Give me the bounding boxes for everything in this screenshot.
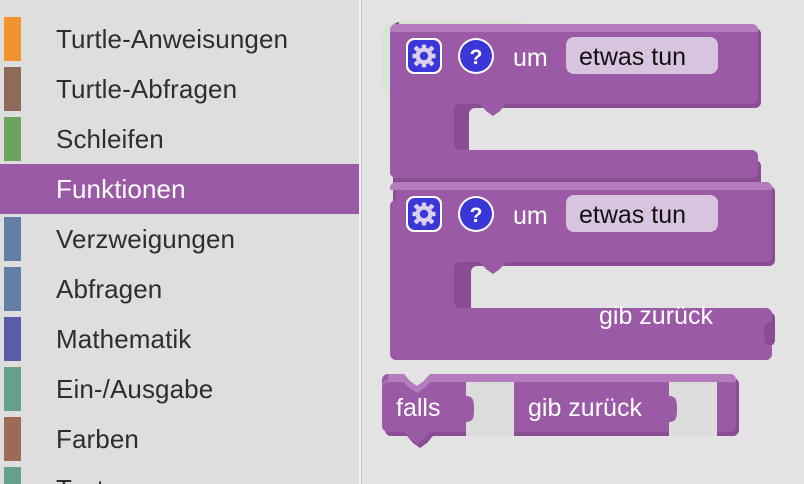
procedure-name-value: etwas tun — [579, 201, 686, 229]
block-top-highlight — [390, 24, 758, 32]
category-label: Verzweigungen — [56, 223, 236, 254]
block-label-falls: falls — [396, 394, 440, 422]
category-color-swatch — [4, 117, 21, 161]
category-turtle-anweisungen[interactable]: Turtle-Anweisungen — [0, 14, 360, 64]
category-ein-ausgabe[interactable]: Ein-/Ausgabe — [0, 364, 360, 414]
block-top-highlight — [382, 374, 736, 393]
category-color-swatch — [4, 164, 21, 214]
category-label: Mathematik — [56, 323, 192, 354]
block-label-return: gib zurück — [528, 394, 642, 422]
category-schleifen[interactable]: Schleifen — [0, 114, 360, 164]
block-if-return[interactable]: falls gib zurück — [376, 368, 746, 450]
block-label-return: gib zurück — [599, 302, 713, 330]
toolbox-flyout-divider — [359, 0, 361, 484]
category-label: Turtle-Anweisungen — [56, 23, 289, 54]
procedure-name-field[interactable]: etwas tun — [566, 195, 718, 232]
block-label-um: um — [513, 44, 548, 72]
category-verzweigungen[interactable]: Verzweigungen — [0, 214, 360, 264]
toolbox-flyout-divider-edge — [361, 0, 362, 484]
category-color-swatch — [4, 67, 21, 111]
return-value-socket[interactable] — [669, 382, 717, 436]
block-procedure-no-return[interactable]: ? um etwas tun — [376, 16, 776, 188]
procedure-name-value: etwas tun — [579, 43, 686, 71]
category-color-swatch — [4, 17, 21, 61]
block-flyout[interactable]: ? um etwas tun — [362, 0, 804, 484]
category-funktionen[interactable]: Funktionen — [0, 164, 360, 214]
statement-input-slot[interactable] — [434, 106, 754, 150]
svg-text:?: ? — [470, 46, 483, 69]
category-farben[interactable]: Farben — [0, 414, 360, 464]
condition-value-socket[interactable] — [466, 382, 514, 436]
category-label: Schleifen — [56, 123, 164, 154]
category-color-swatch — [4, 467, 21, 484]
category-label: Ein-/Ausgabe — [56, 373, 214, 404]
category-label: Funktionen — [56, 173, 186, 204]
category-label: Abfragen — [56, 273, 163, 304]
category-color-swatch — [4, 367, 21, 411]
category-color-swatch — [4, 267, 21, 311]
category-color-swatch — [4, 217, 21, 261]
block-label-um: um — [513, 202, 548, 230]
gear-icon[interactable] — [406, 38, 442, 74]
category-color-swatch — [4, 417, 21, 461]
category-color-swatch — [4, 317, 21, 361]
block-procedure-with-return[interactable]: ? um etwas tun gib zurück — [376, 178, 786, 360]
gear-icon[interactable] — [406, 196, 442, 232]
question-icon[interactable]: ? — [458, 38, 494, 74]
category-label: Turtle-Abfragen — [56, 73, 238, 104]
category-label: Farben — [56, 423, 139, 454]
block-top-highlight — [390, 182, 772, 190]
category-abfragen[interactable]: Abfragen — [0, 264, 360, 314]
question-icon[interactable]: ? — [458, 196, 494, 232]
category-toolbox[interactable]: Turtle-Anweisungen Turtle-Abfragen Schle… — [0, 0, 360, 484]
procedure-name-field[interactable]: etwas tun — [566, 37, 718, 74]
category-text[interactable]: Text — [0, 464, 360, 484]
category-mathematik[interactable]: Mathematik — [0, 314, 360, 364]
category-turtle-abfragen[interactable]: Turtle-Abfragen — [0, 64, 360, 114]
svg-text:?: ? — [470, 204, 483, 227]
category-label: Text — [56, 474, 104, 484]
